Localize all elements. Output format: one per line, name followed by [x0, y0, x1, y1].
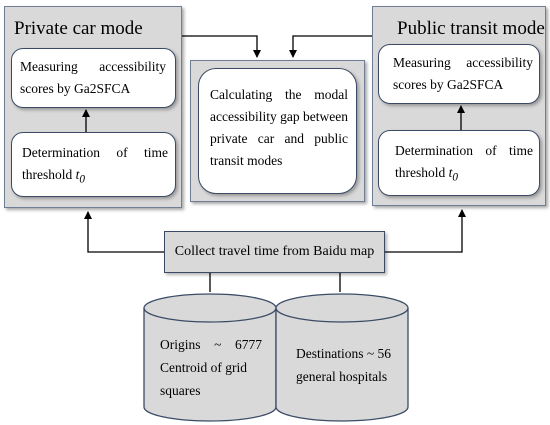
origins-line2: Centroid of grid — [160, 360, 247, 375]
left-threshold-line1: Determination of time — [22, 145, 168, 160]
right-threshold-line1: Determination of time — [395, 143, 533, 158]
origins-cylinder — [143, 293, 277, 422]
modal-gap-line2: accessibility gap between — [210, 109, 348, 124]
origins-text: Origins ~ 6777 Centroid of grid squares — [160, 333, 262, 402]
left-to-middle-arrow — [182, 35, 261, 58]
right-measure-text: Measuring accessibility scores by Ga2SFC… — [393, 52, 533, 96]
destinations-line2: general hospitals — [296, 369, 388, 384]
collect-to-left-arrow — [84, 211, 164, 253]
collect-to-right-arrow — [385, 209, 466, 253]
modal-gap-line1: Calculating the modal — [210, 87, 348, 102]
destinations-text: Destinations ~ 56 general hospitals — [296, 342, 406, 388]
left-measure-text: Measuring accessibility scores by Ga2SFC… — [20, 56, 166, 100]
private-car-title: Private car mode — [14, 18, 143, 39]
destinations-line1: Destinations ~ 56 — [296, 346, 392, 361]
modal-gap-box — [198, 68, 357, 194]
right-threshold-box — [378, 130, 540, 196]
left-measure-line1: Measuring accessibility — [20, 59, 166, 74]
origins-line3: squares — [160, 383, 201, 398]
left-threshold-line2: threshold t0 — [22, 167, 86, 186]
public-transit-title: Public transit mode — [397, 18, 545, 39]
left-measure-box — [11, 48, 176, 108]
collect-travel-time-box: Collect travel time from Baidu map — [164, 231, 385, 273]
origins-line1: Origins ~ 6777 — [160, 337, 262, 352]
modal-gap-text: Calculating the modal accessibility gap … — [210, 84, 348, 172]
right-measure-line2: scores by Ga2SFCA — [393, 77, 504, 92]
left-threshold-text: Determination of time threshold t0 — [22, 142, 168, 191]
left-threshold-box — [11, 132, 176, 197]
right-measure-line1: Measuring accessibility — [393, 55, 533, 70]
right-to-middle-arrow — [289, 35, 372, 58]
right-threshold-text: Determination of time threshold t0 — [395, 140, 533, 189]
modal-gap-line3: private car and public — [210, 131, 348, 146]
right-measure-box — [378, 44, 540, 104]
right-threshold-line2: threshold t0 — [395, 165, 459, 184]
left-measure-line2: scores by Ga2SFCA — [20, 81, 131, 96]
destinations-cylinder — [275, 293, 409, 422]
modal-gap-line4: transit modes — [210, 153, 283, 168]
